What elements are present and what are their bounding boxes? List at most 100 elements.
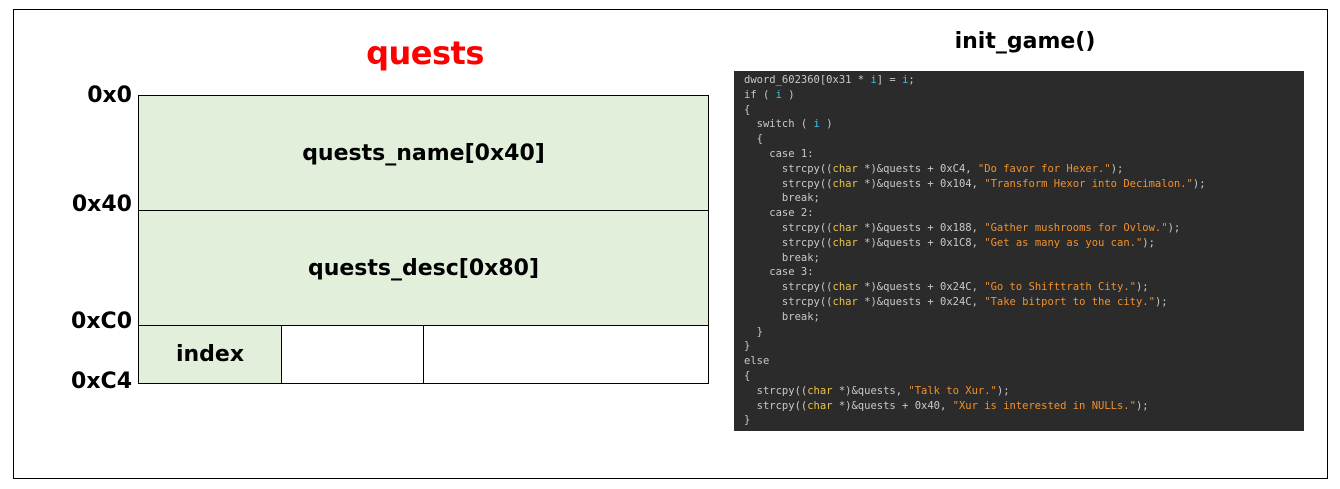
code-token: strcpy(( <box>744 295 833 308</box>
code-token: dword_602360[0x31 * <box>744 74 871 86</box>
code-token: strcpy(( <box>744 384 808 397</box>
code-line: strcpy((char *)&quests + 0xC4, "Do favor… <box>744 162 1304 177</box>
code-token: *)&quests + 0x1C8, <box>857 236 985 249</box>
code-token: char <box>832 236 858 249</box>
code-line: else <box>744 354 1304 369</box>
code-token: char <box>807 399 833 412</box>
code-token: case 1: <box>744 147 814 160</box>
offset-label-0: 0x0 <box>87 83 132 108</box>
code-token: ); <box>1154 295 1168 308</box>
code-token: } <box>744 340 751 353</box>
code-token: switch ( <box>744 118 814 131</box>
code-line: { <box>744 132 1304 147</box>
code-line: } <box>744 339 1304 354</box>
code-token: strcpy(( <box>744 177 833 190</box>
code-line: { <box>744 369 1304 384</box>
code-token: break; <box>744 251 820 264</box>
struct-title: quests <box>366 34 484 72</box>
code-token: *)&quests + 0x24C, <box>857 281 985 294</box>
offset-label-1: 0x40 <box>71 192 132 217</box>
code-token: ); <box>996 384 1010 397</box>
code-line: dword_602360[0x31 * i] = i; <box>744 73 1304 88</box>
code-token: else <box>744 355 770 368</box>
code-token: ); <box>1135 281 1149 294</box>
code-token: "Gather mushrooms for Ovlow." <box>984 221 1168 234</box>
code-token: char <box>832 221 858 234</box>
code-line: strcpy((char *)&quests + 0x104, "Transfo… <box>744 177 1304 192</box>
code-line: break; <box>744 310 1304 325</box>
code-token: *)&quests + 0x188, <box>857 221 985 234</box>
code-token: ); <box>1135 399 1149 412</box>
field-index-label: index <box>175 342 245 367</box>
code-line: } <box>744 413 1304 428</box>
code-line: } <box>744 325 1304 340</box>
code-line: case 3: <box>744 265 1304 280</box>
code-panel: dword_602360[0x31 * i] = i;if ( i ){ swi… <box>734 71 1304 431</box>
code-token: "Talk to Xur." <box>908 384 997 397</box>
code-line: strcpy((char *)&quests + 0x24C, "Go to S… <box>744 280 1304 295</box>
code-line: break; <box>744 191 1304 206</box>
code-line: strcpy((char *)&quests + 0x188, "Gather … <box>744 221 1304 236</box>
code-token: ) <box>781 88 795 101</box>
field-empty-2 <box>423 325 709 384</box>
code-token: *)&quests + 0x104, <box>857 177 985 190</box>
code-token: "Take bitport to the city." <box>984 295 1155 308</box>
code-token: *)&quests + 0x40, <box>832 399 953 412</box>
code-token: case 3: <box>744 266 814 279</box>
code-token: break; <box>744 310 820 323</box>
code-token: ); <box>1110 162 1124 175</box>
code-token: ); <box>1167 221 1181 234</box>
field-quests-name-label: quests_name[0x40] <box>302 140 545 166</box>
code-line: strcpy((char *)&quests + 0x1C8, "Get as … <box>744 236 1304 251</box>
code-line: break; <box>744 251 1304 266</box>
code-line: case 2: <box>744 206 1304 221</box>
code-token: *)&quests + 0x24C, <box>857 295 985 308</box>
code-token: char <box>832 177 858 190</box>
field-quests-name: quests_name[0x40] <box>138 95 709 211</box>
code-token: char <box>832 281 858 294</box>
code-token: char <box>807 384 833 397</box>
code-token: { <box>744 103 751 116</box>
code-token: { <box>744 133 763 146</box>
code-token: i <box>870 74 877 86</box>
code-token: char <box>832 162 858 175</box>
code-line: strcpy((char *)&quests + 0x24C, "Take bi… <box>744 295 1304 310</box>
offset-label-3: 0xC4 <box>71 369 132 394</box>
code-line: strcpy((char *)&quests + 0x40, "Xur is i… <box>744 399 1304 414</box>
field-empty-1 <box>281 325 424 384</box>
code-token: "Get as many as you can." <box>984 236 1143 249</box>
code-token: ); <box>1192 177 1206 190</box>
code-token: "Xur is interested in NULLs." <box>952 399 1136 412</box>
code-token: "Transform Hexor into Decimalon." <box>984 177 1193 190</box>
code-token: } <box>744 414 751 427</box>
code-line: case 1: <box>744 147 1304 162</box>
code-token: char <box>832 295 858 308</box>
code-token: strcpy(( <box>744 281 833 294</box>
offset-label-2: 0xC0 <box>71 309 132 334</box>
code-token: strcpy(( <box>744 221 833 234</box>
code-token: ; <box>908 74 915 86</box>
code-token: { <box>744 369 751 382</box>
code-line: strcpy((char *)&quests, "Talk to Xur."); <box>744 384 1304 399</box>
code-title: init_game() <box>954 29 1096 54</box>
code-line: if ( i ) <box>744 88 1304 103</box>
code-token: strcpy(( <box>744 399 808 412</box>
code-token: if ( <box>744 88 776 101</box>
field-quests-desc-label: quests_desc[0x80] <box>307 255 540 281</box>
code-token: ); <box>1142 236 1155 249</box>
code-token: strcpy(( <box>744 236 833 249</box>
code-token: } <box>744 325 763 338</box>
code-token: case 2: <box>744 207 814 220</box>
field-index: index <box>138 325 282 384</box>
code-token: strcpy(( <box>744 162 833 175</box>
code-token: *)&quests, <box>832 384 909 397</box>
code-token: ) <box>819 118 833 131</box>
field-quests-desc: quests_desc[0x80] <box>138 210 709 326</box>
code-token: i <box>813 118 820 131</box>
code-token: break; <box>744 192 820 205</box>
code-token: "Do favor for Hexer." <box>977 162 1111 175</box>
code-token: i <box>775 88 782 101</box>
code-token: ] = <box>876 74 903 86</box>
code-token: *)&quests + 0xC4, <box>857 162 978 175</box>
code-token: "Go to Shifttrath City." <box>984 281 1136 294</box>
